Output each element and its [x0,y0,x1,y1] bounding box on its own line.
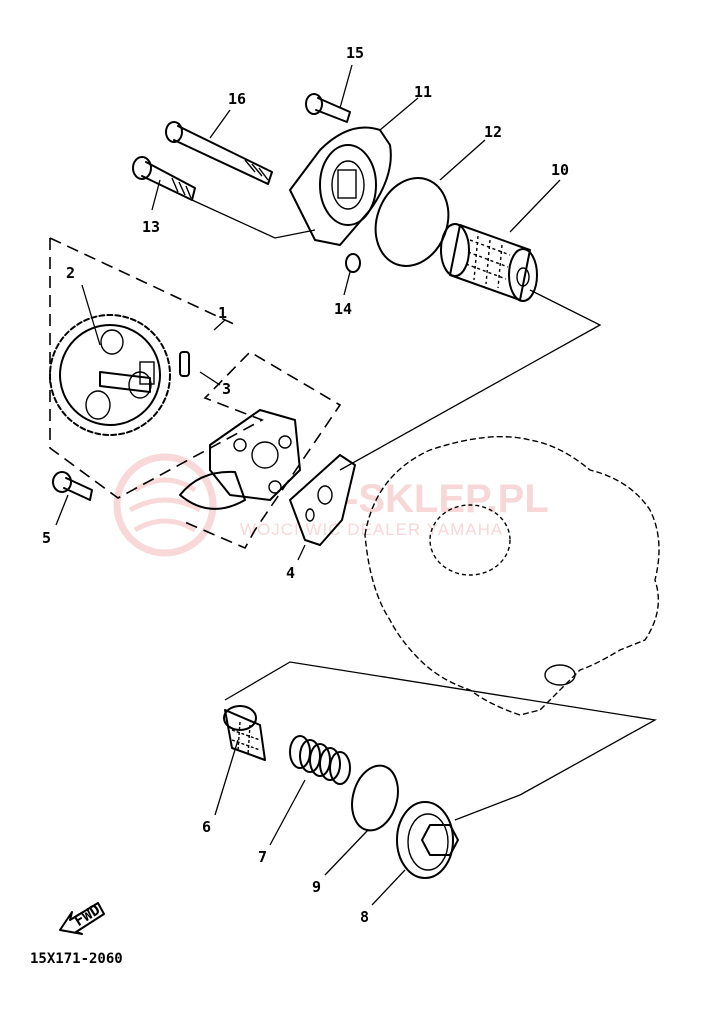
callout-4: 4 [286,564,295,582]
drain-plug [396,801,459,879]
callout-2: 2 [66,264,75,282]
callout-15: 15 [346,44,364,62]
callout-10: 10 [551,161,569,179]
oil-filter-cover [289,126,392,246]
callout-11: 11 [414,83,432,101]
crankcase-outline [364,435,660,716]
spring [289,735,351,785]
bolt-16 [165,121,273,185]
gasket [289,454,356,546]
watermark-main-text: -SKLEP.PL [345,477,549,521]
callout-14: 14 [334,300,352,318]
oil-filter-element [440,223,538,302]
o-ring-14 [345,253,361,273]
dowel-pin [179,351,190,377]
callout-7: 7 [258,848,267,866]
oil-strainer [223,705,266,761]
oil-pump-body [179,409,301,510]
lead-lines [55,64,657,906]
oil-pump-gear [49,314,171,436]
screw-15 [305,93,351,123]
assembly-1-boundary [49,237,342,550]
callout-16: 16 [228,90,246,108]
o-ring-9 [351,764,399,832]
watermark: -SKLEP.PL WOJCI WIC DEALER YAMAHA [113,453,549,557]
watermark-logo [113,453,217,557]
watermark-sub-text: WOJCI WIC DEALER YAMAHA [240,520,503,539]
bolt-13 [132,156,196,201]
fwd-arrow-icon: FWD [59,900,105,935]
callout-13: 13 [142,218,160,236]
callout-3: 3 [222,380,231,398]
diagram-code: 15X171-2060 [30,951,123,967]
o-ring-12 [374,177,450,267]
screw-5 [52,471,93,501]
callout-8: 8 [360,908,369,926]
callout-12: 12 [484,123,502,141]
callout-9: 9 [312,878,321,896]
callout-5: 5 [42,529,51,547]
callout-6: 6 [202,818,211,836]
callout-1: 1 [218,304,227,322]
